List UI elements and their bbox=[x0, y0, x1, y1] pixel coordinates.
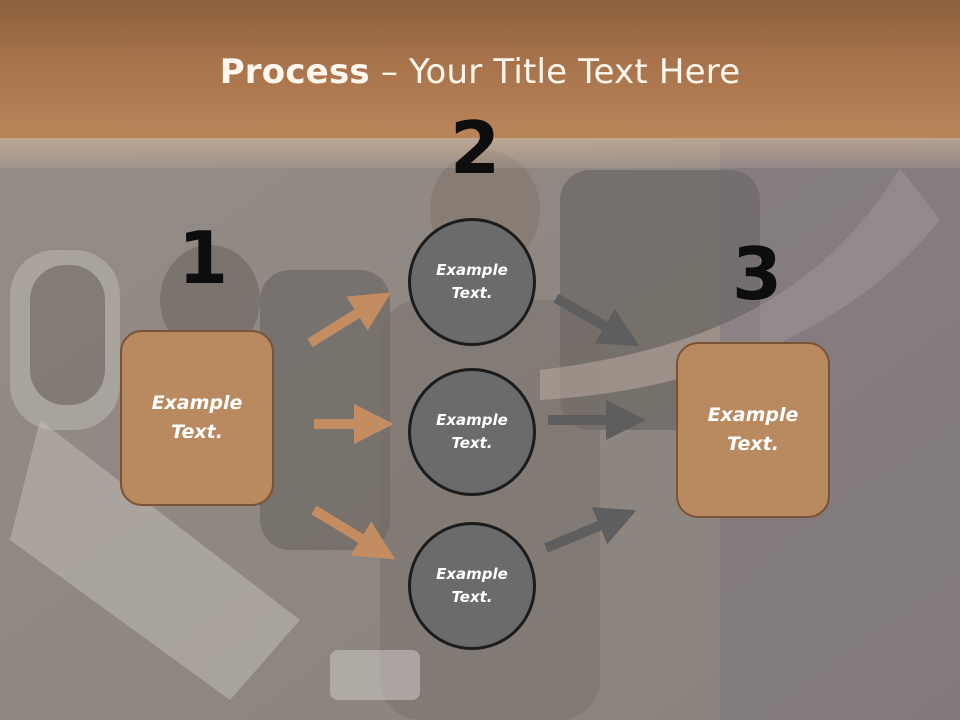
step-2-number: 2 bbox=[450, 106, 501, 190]
title-bold: Process bbox=[219, 52, 370, 92]
step-3-number: 3 bbox=[732, 232, 783, 316]
title-banner-fade bbox=[0, 138, 960, 168]
slide-title: Process – Your Title Text Here bbox=[0, 52, 960, 92]
arrow-2a-to-3 bbox=[553, 293, 640, 346]
title-banner bbox=[0, 0, 960, 138]
step-1-number: 1 bbox=[178, 216, 229, 300]
title-rest: – Your Title Text Here bbox=[369, 52, 741, 92]
arrow-2c-to-3 bbox=[544, 507, 637, 553]
arrow-1-to-2c bbox=[311, 505, 396, 560]
arrow-1-to-2a bbox=[307, 292, 391, 348]
